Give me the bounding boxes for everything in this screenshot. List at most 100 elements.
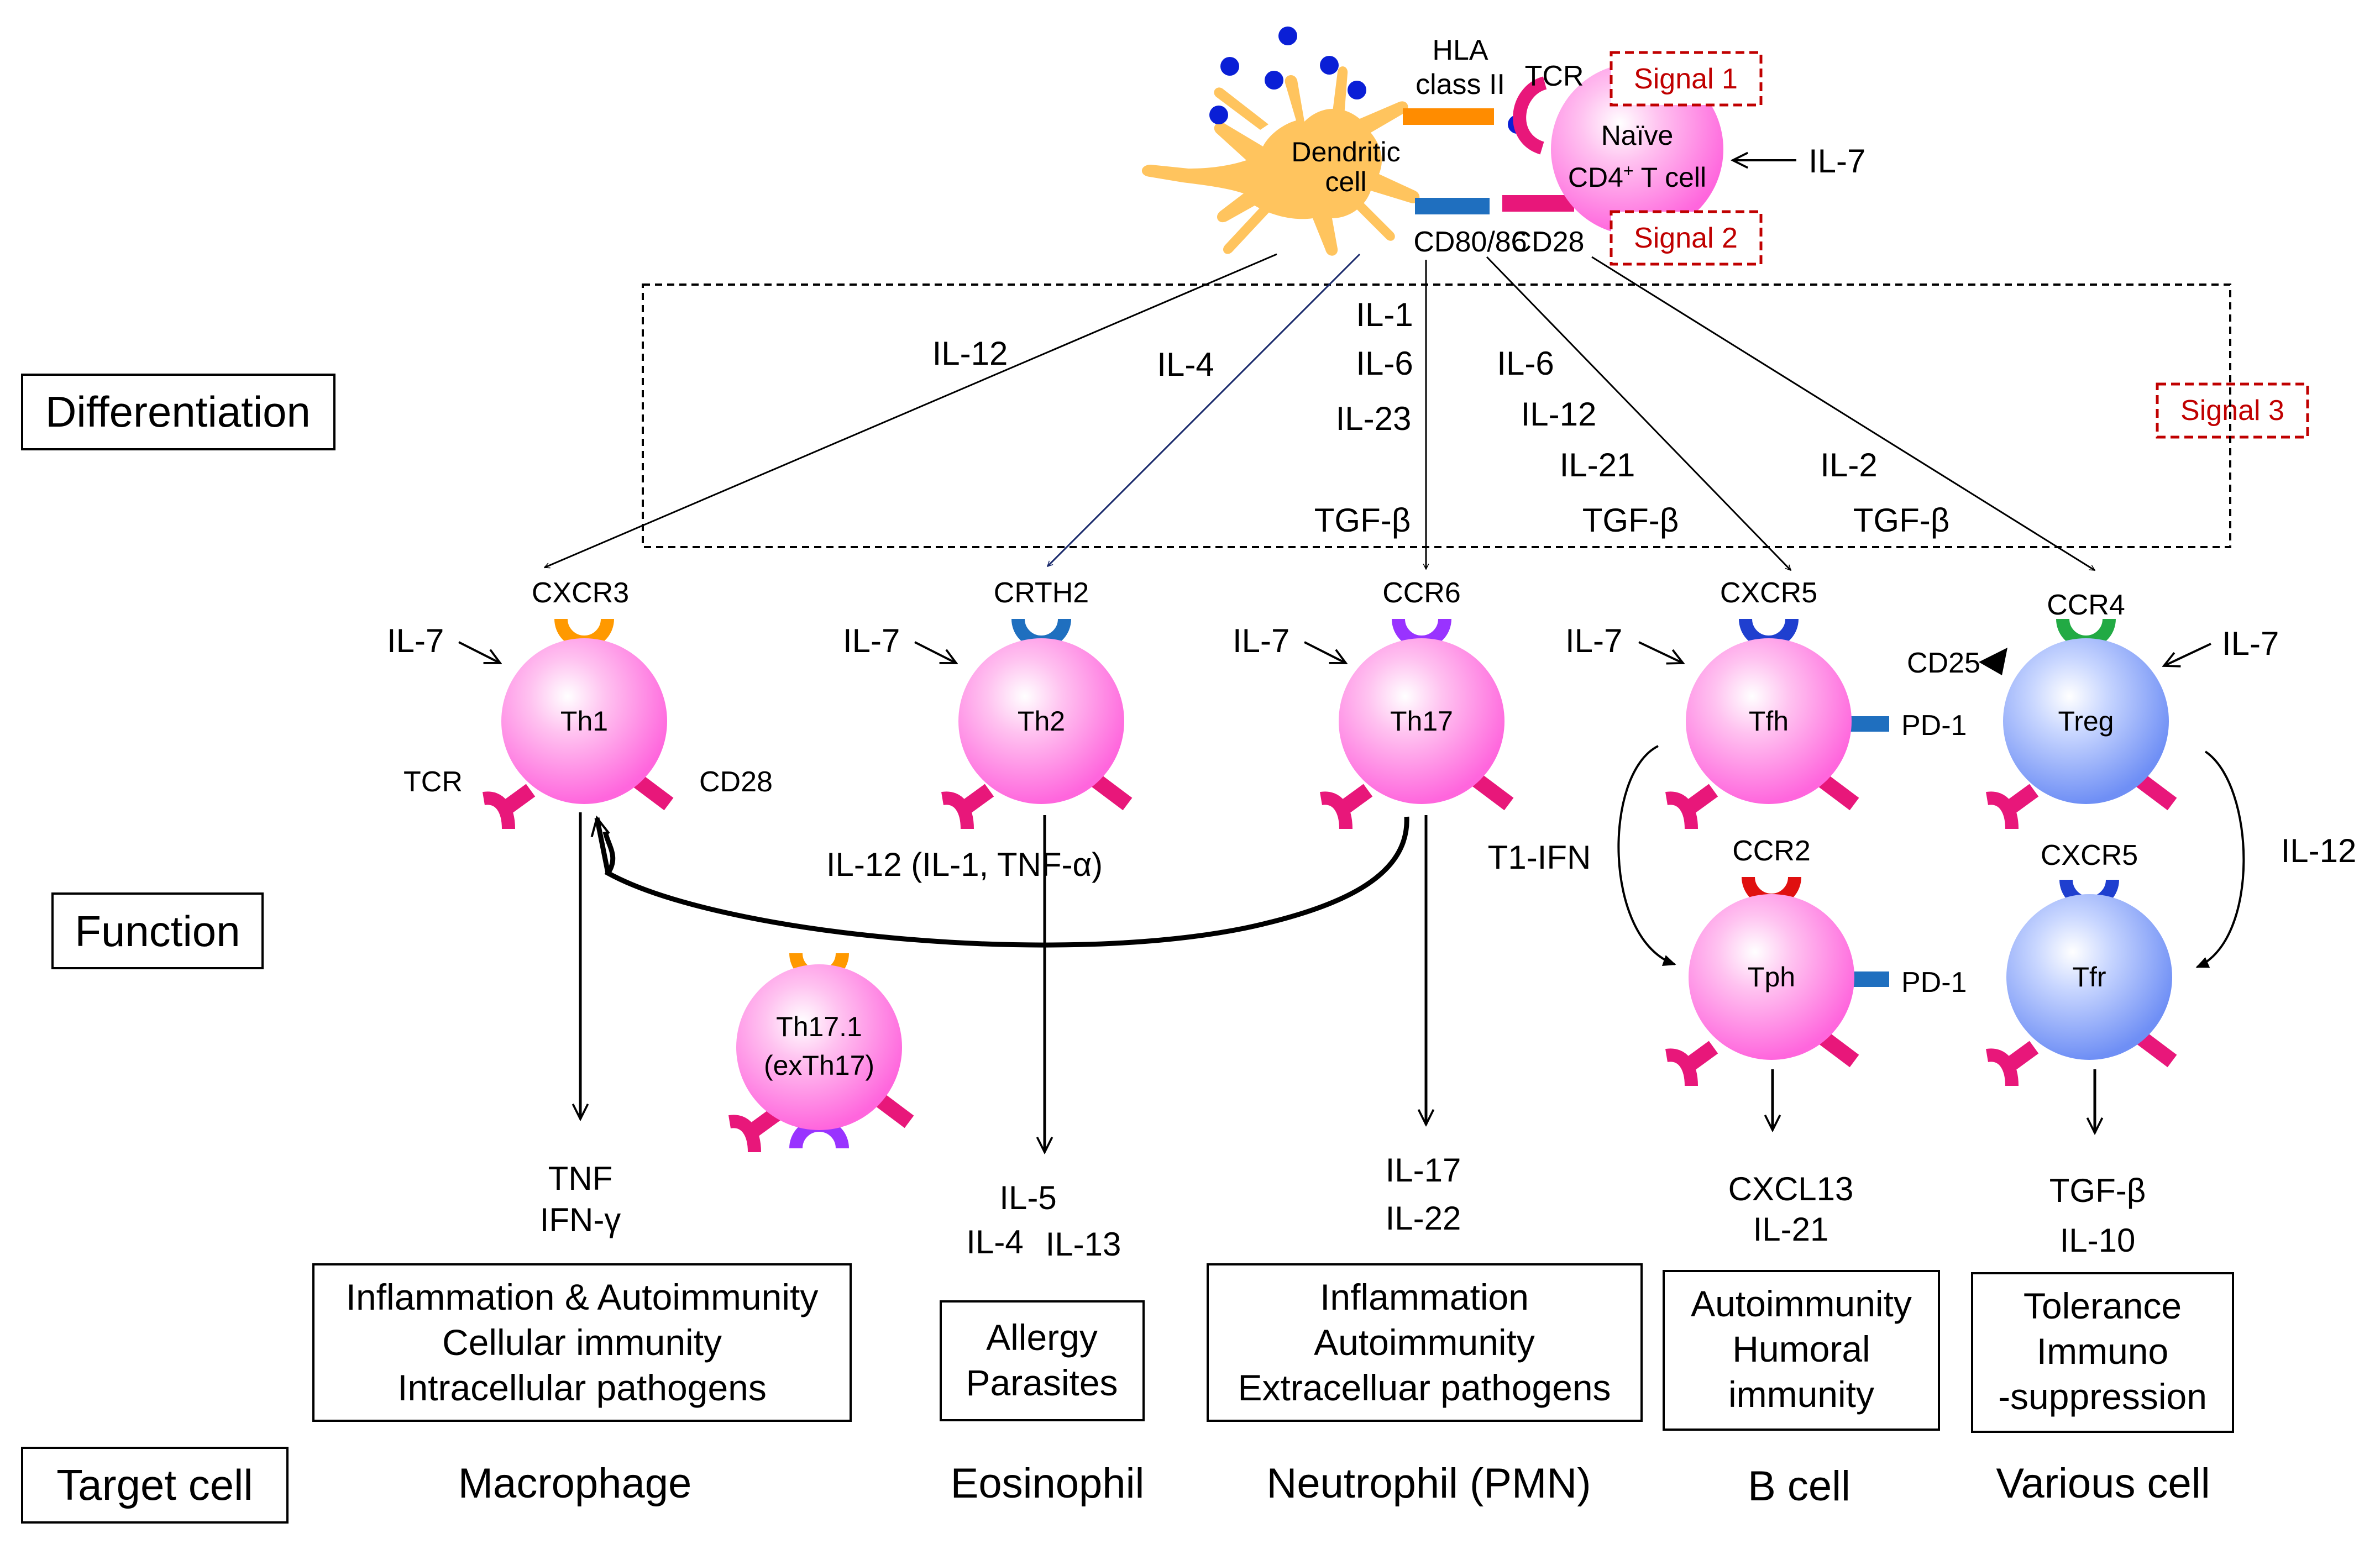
svg-text:CXCL13: CXCL13 — [1728, 1170, 1854, 1207]
svg-text:IL-6: IL-6 — [1356, 345, 1413, 382]
th17-il7-arrow — [1304, 641, 1346, 663]
svg-text:IL-22: IL-22 — [1386, 1200, 1461, 1237]
cytokines-tfh: IL-6 IL-12 IL-21 TGF-β — [1497, 345, 1679, 539]
tph-cell — [1689, 894, 1854, 1060]
tph-tcr-cup — [1665, 1048, 1698, 1086]
tph-pd1-label: PD-1 — [1901, 967, 1967, 999]
th2-tcr-cup — [941, 791, 974, 829]
output-th17: IL-17 IL-22 — [1386, 1152, 1461, 1237]
cxcr5-label-tfh: CXCR5 — [1720, 577, 1817, 609]
tfr-tcr-cup — [1986, 1048, 2019, 1086]
naive-cd4: CD4 — [1568, 162, 1623, 193]
tfr-label: Tfr — [2072, 962, 2106, 992]
dendritic-cell-label-2: cell — [1325, 166, 1366, 197]
tfh-to-tph-label: T1-IFN — [1488, 839, 1591, 876]
cytokines-th17: IL-1 IL-6 IL-23 TGF-β — [1314, 296, 1413, 539]
tfh-pd1-label: PD-1 — [1901, 710, 1967, 742]
svg-text:TNF: TNF — [548, 1160, 613, 1197]
naive-cell-label: Naïve — [1601, 120, 1674, 151]
treg-cell — [2003, 638, 2169, 804]
naive-cd4-sup: + — [1623, 161, 1634, 181]
signal-3-box: Signal 3 — [2156, 382, 2309, 439]
th1-il7-arrow — [458, 641, 500, 663]
tph-pd1-bar — [1850, 971, 1889, 987]
svg-text:IL-21: IL-21 — [1753, 1211, 1829, 1248]
th1-label: Th1 — [560, 706, 608, 737]
tfh-il7-label: IL-7 — [1565, 622, 1622, 659]
th1-cell — [501, 638, 667, 804]
hla-label: HLA — [1432, 34, 1488, 66]
arrow-to-treg — [1591, 256, 2095, 571]
svg-text:IL-12: IL-12 — [1521, 396, 1597, 433]
arrow-to-th2 — [1047, 253, 1361, 566]
svg-text:Signal 1: Signal 1 — [1634, 63, 1738, 95]
svg-text:IL-21: IL-21 — [1560, 447, 1635, 484]
svg-text:Differentiation: Differentiation — [45, 387, 311, 436]
output-th1: TNF IFN-γ — [540, 1160, 621, 1238]
function-box-th1: Inflammation & Autoimmunity Cellular imm… — [312, 1263, 852, 1422]
svg-text:Humoral: Humoral — [1732, 1328, 1870, 1369]
tfr-cd28 — [2134, 1030, 2177, 1068]
svg-text:TGF-β: TGF-β — [1582, 502, 1679, 539]
th2-il7-label: IL-7 — [843, 622, 900, 659]
cd80-86-bar — [1415, 198, 1490, 214]
naive-tcr-receptor — [1513, 76, 1548, 155]
treg-to-tfr-arrow — [2195, 750, 2245, 968]
th2-cell — [958, 638, 1124, 804]
tfh-label: Tfh — [1749, 706, 1789, 737]
th1-cd28-label: CD28 — [699, 766, 773, 798]
treg-to-tfr-label: IL-12 — [2281, 832, 2357, 869]
th1-cd28 — [631, 773, 674, 811]
naive-il7-label: IL-7 — [1808, 143, 1865, 180]
th1-cell-group: Th1 CXCR3 IL-7 TCR CD28 — [387, 577, 773, 829]
tph-label: Tph — [1748, 962, 1795, 992]
svg-text:Inflammation & Autoimmunity: Inflammation & Autoimmunity — [346, 1277, 819, 1317]
tfh-tcr-cup — [1665, 791, 1698, 829]
svg-text:IL-2: IL-2 — [1820, 447, 1877, 484]
tfh-cell-group: Tfh CXCR5 PD-1 IL-7 — [1565, 577, 1967, 829]
arrow-to-th1 — [544, 253, 1277, 568]
svg-text:IFN-γ: IFN-γ — [540, 1201, 621, 1238]
tfh-cell — [1686, 638, 1852, 804]
signal-2-box: Signal 2 — [1610, 210, 1763, 266]
naive-cell-label-2: CD4+ T cell — [1568, 161, 1706, 193]
tph-cell-group: Tph CCR2 PD-1 — [1665, 835, 1967, 1086]
svg-text:TGF-β: TGF-β — [1853, 502, 1949, 539]
svg-text:IL-17: IL-17 — [1386, 1152, 1461, 1189]
treg-tcr-cup — [1986, 791, 2019, 829]
th17-cd28 — [1471, 773, 1514, 811]
svg-text:IL-10: IL-10 — [2060, 1222, 2136, 1259]
svg-text:-suppression: -suppression — [1998, 1376, 2207, 1417]
header-differentiation: Differentiation — [21, 374, 335, 450]
cytokine-il12-th1: IL-12 — [932, 335, 1008, 372]
target-b-cell: B cell — [1748, 1463, 1850, 1510]
function-box-tph: Autoimmunity Humoral immunity — [1663, 1270, 1940, 1431]
treg-il7-arrow — [2164, 643, 2211, 666]
differentiation-region — [642, 283, 2231, 548]
treg-cell-group: Treg CCR4 CD25 IL-7 — [1907, 589, 2279, 829]
cytokines-treg: IL-2 TGF-β — [1820, 447, 1949, 539]
th17-1-label-2: (exTh17) — [764, 1050, 874, 1081]
output-tfr: TGF-β IL-10 — [2049, 1172, 2146, 1259]
svg-text:Inflammation: Inflammation — [1320, 1277, 1529, 1317]
cxcr3-label: CXCR3 — [532, 577, 629, 609]
treg-label: Treg — [2058, 706, 2114, 737]
signal-1-box: Signal 1 — [1610, 51, 1763, 107]
svg-text:IL-6: IL-6 — [1497, 345, 1554, 382]
function-box-th2: Allergy Parasites — [940, 1300, 1145, 1421]
svg-text:Extracelluar pathogens: Extracelluar pathogens — [1238, 1367, 1611, 1408]
cxcr5-label-tfr: CXCR5 — [2041, 839, 2138, 871]
header-function: Function — [51, 892, 264, 969]
cd28-label: CD28 — [1511, 226, 1585, 258]
output-tph: CXCL13 IL-21 — [1728, 1170, 1854, 1248]
ccr4-label: CCR4 — [2047, 589, 2125, 621]
th17-to-th1-arrowhead — [597, 818, 611, 874]
th17-1-cell — [736, 964, 902, 1130]
th2-label: Th2 — [1018, 706, 1065, 737]
dendritic-cell: Dendritic cell — [1141, 66, 1420, 256]
hla-label-2: class II — [1416, 69, 1505, 101]
target-neutrophil: Neutrophil (PMN) — [1266, 1460, 1591, 1507]
cd28-bar — [1502, 195, 1574, 212]
target-various-cell: Various cell — [1996, 1460, 2210, 1507]
